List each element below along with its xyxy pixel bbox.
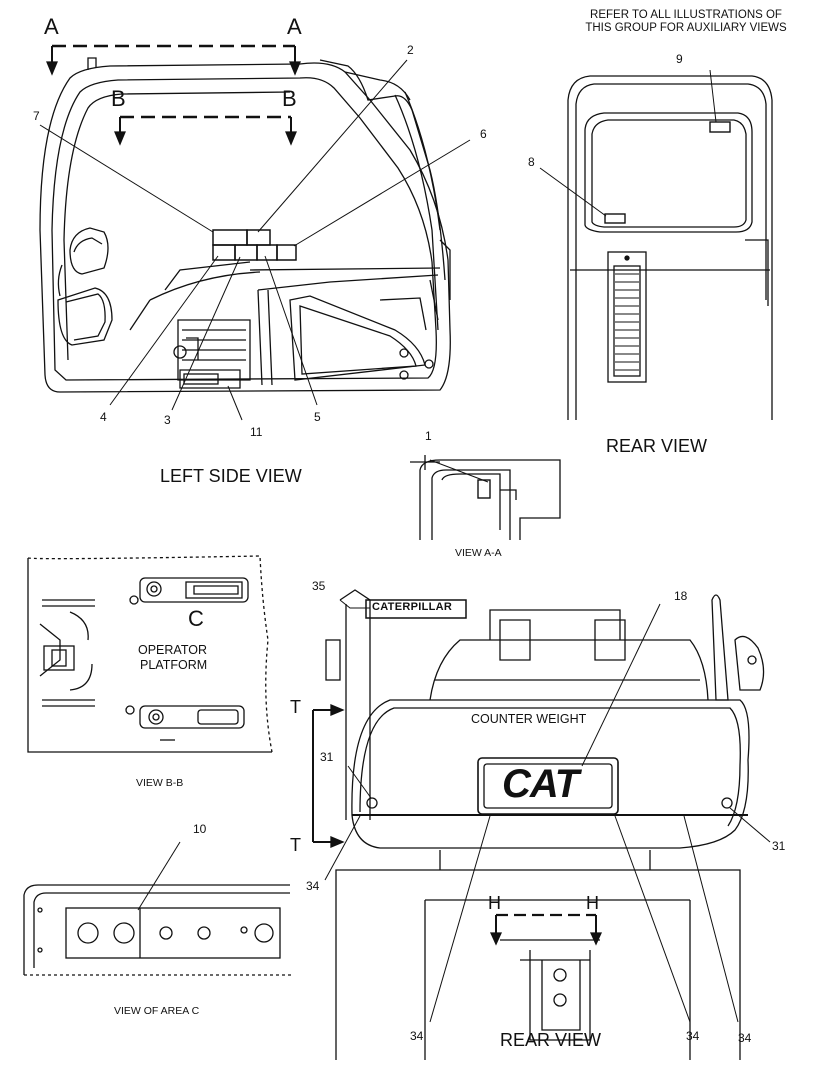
- section-t-bottom: T: [290, 835, 301, 855]
- section-a-right: A: [287, 14, 302, 39]
- callout-31-left: 31: [320, 750, 334, 764]
- callout-4: 4: [100, 410, 107, 424]
- callout-18: 18: [674, 589, 688, 603]
- callout-11: 11: [250, 425, 263, 439]
- callout-8: 8: [528, 155, 535, 169]
- callout-34-center-left: 34: [410, 1029, 424, 1043]
- section-h-right: H: [586, 893, 599, 913]
- callout-34-right: 34: [738, 1031, 752, 1045]
- area-c-drawing: [23, 841, 294, 976]
- rear-view-bottom-drawing: [312, 589, 771, 1060]
- operator-platform-line1: OPERATOR: [138, 643, 207, 657]
- section-b-left: B: [111, 86, 126, 111]
- callout-35: 35: [312, 579, 326, 593]
- section-a-left: A: [44, 14, 59, 39]
- rear-view-top-title: REAR VIEW: [606, 436, 708, 456]
- section-t-top: T: [290, 697, 301, 717]
- rear-view-bottom-title: REAR VIEW: [500, 1030, 602, 1050]
- callout-7: 7: [33, 109, 40, 123]
- callout-34-center-right: 34: [686, 1029, 700, 1043]
- auxiliary-views-note: REFER TO ALL ILLUSTRATIONS OF THIS GROUP…: [566, 9, 806, 35]
- operator-platform-line2: PLATFORM: [140, 658, 208, 672]
- section-b-right: B: [282, 86, 297, 111]
- callout-10: 10: [193, 822, 207, 836]
- rear-view-top-drawing: [539, 69, 773, 420]
- auxiliary-note-line1: REFER TO ALL ILLUSTRATIONS OF: [590, 9, 782, 21]
- callout-9: 9: [676, 52, 683, 66]
- view-aa-drawing: [410, 455, 561, 540]
- area-c-title: VIEW OF AREA C: [114, 1005, 200, 1017]
- view-aa-title: VIEW A-A: [455, 547, 502, 559]
- section-h-left: H: [488, 893, 501, 913]
- counter-weight-label: COUNTER WEIGHT: [471, 712, 587, 726]
- left-side-view-drawing: [39, 44, 471, 421]
- callout-3: 3: [164, 413, 171, 427]
- view-bb-drawing: [27, 555, 273, 753]
- cat-logo-decal: CAT: [502, 762, 579, 806]
- view-bb-title: VIEW B-B: [136, 777, 184, 789]
- callout-5: 5: [314, 410, 321, 424]
- callout-34-left: 34: [306, 879, 320, 893]
- left-side-view-title: LEFT SIDE VIEW: [160, 466, 302, 486]
- callout-6: 6: [480, 127, 487, 141]
- section-c-marker: C: [188, 606, 204, 631]
- auxiliary-note-line2: THIS GROUP FOR AUXILIARY VIEWS: [585, 22, 787, 35]
- callout-2: 2: [407, 43, 414, 57]
- caterpillar-decal-text: CATERPILLAR: [372, 601, 453, 613]
- callout-1: 1: [425, 429, 432, 443]
- callout-31-right: 31: [772, 839, 786, 853]
